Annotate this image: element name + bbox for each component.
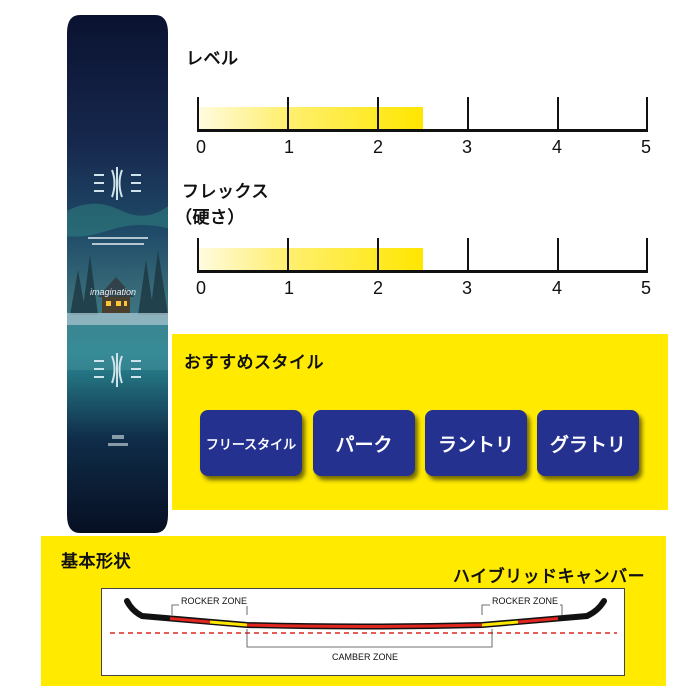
basic-shape-panel: 基本形状 ハイブリッドキャンバー ROCKER ZONE ROCKER ZONE… bbox=[41, 536, 666, 686]
level-label-1: 1 bbox=[283, 137, 294, 157]
rocker-zone-right-label: ROCKER ZONE bbox=[490, 596, 561, 606]
shape-type-label: ハイブリッドキャンバー bbox=[453, 567, 646, 586]
flex-label-1: 1 bbox=[283, 278, 294, 298]
flex-label-4: 4 bbox=[551, 278, 562, 298]
basic-shape-title: 基本形状 bbox=[61, 552, 131, 571]
rocker-zone-left-label: ROCKER ZONE bbox=[179, 596, 250, 606]
level-label-3: 3 bbox=[461, 137, 472, 157]
camber-zone-label: CAMBER ZONE bbox=[332, 652, 399, 662]
flex-label-0: 0 bbox=[195, 278, 206, 298]
flex-fill-bar bbox=[198, 248, 423, 273]
level-label-5: 5 bbox=[640, 137, 651, 157]
style-run-trick-button[interactable]: ラントリ bbox=[425, 410, 527, 476]
flex-label-3: 3 bbox=[461, 278, 472, 298]
recommended-style-title: おすすめスタイル bbox=[184, 353, 324, 372]
level-label-4: 4 bbox=[551, 137, 562, 157]
level-title: レベル bbox=[186, 49, 239, 68]
flex-title: フレックス bbox=[182, 182, 269, 201]
board-graphic-text: imagination bbox=[90, 287, 137, 297]
flex-label-2: 2 bbox=[372, 278, 383, 298]
style-freestyle-button[interactable]: フリースタイル bbox=[200, 410, 302, 476]
level-scale bbox=[197, 97, 648, 133]
style-ground-trick-button[interactable]: グラトリ bbox=[537, 410, 639, 476]
flex-subtitle: （硬さ） bbox=[175, 208, 245, 227]
level-label-0: 0 bbox=[195, 137, 206, 157]
snowboard-image: imagination bbox=[60, 15, 175, 533]
flex-label-5: 5 bbox=[640, 278, 651, 298]
recommended-style-panel: おすすめスタイル フリースタイル パーク ラントリ グラトリ bbox=[172, 334, 668, 510]
style-park-button[interactable]: パーク bbox=[313, 410, 415, 476]
level-label-2: 2 bbox=[372, 137, 383, 157]
level-fill-bar bbox=[198, 107, 423, 132]
flex-scale bbox=[197, 238, 648, 274]
profile-diagram: ROCKER ZONE ROCKER ZONE CAMBER ZONE bbox=[101, 588, 625, 676]
